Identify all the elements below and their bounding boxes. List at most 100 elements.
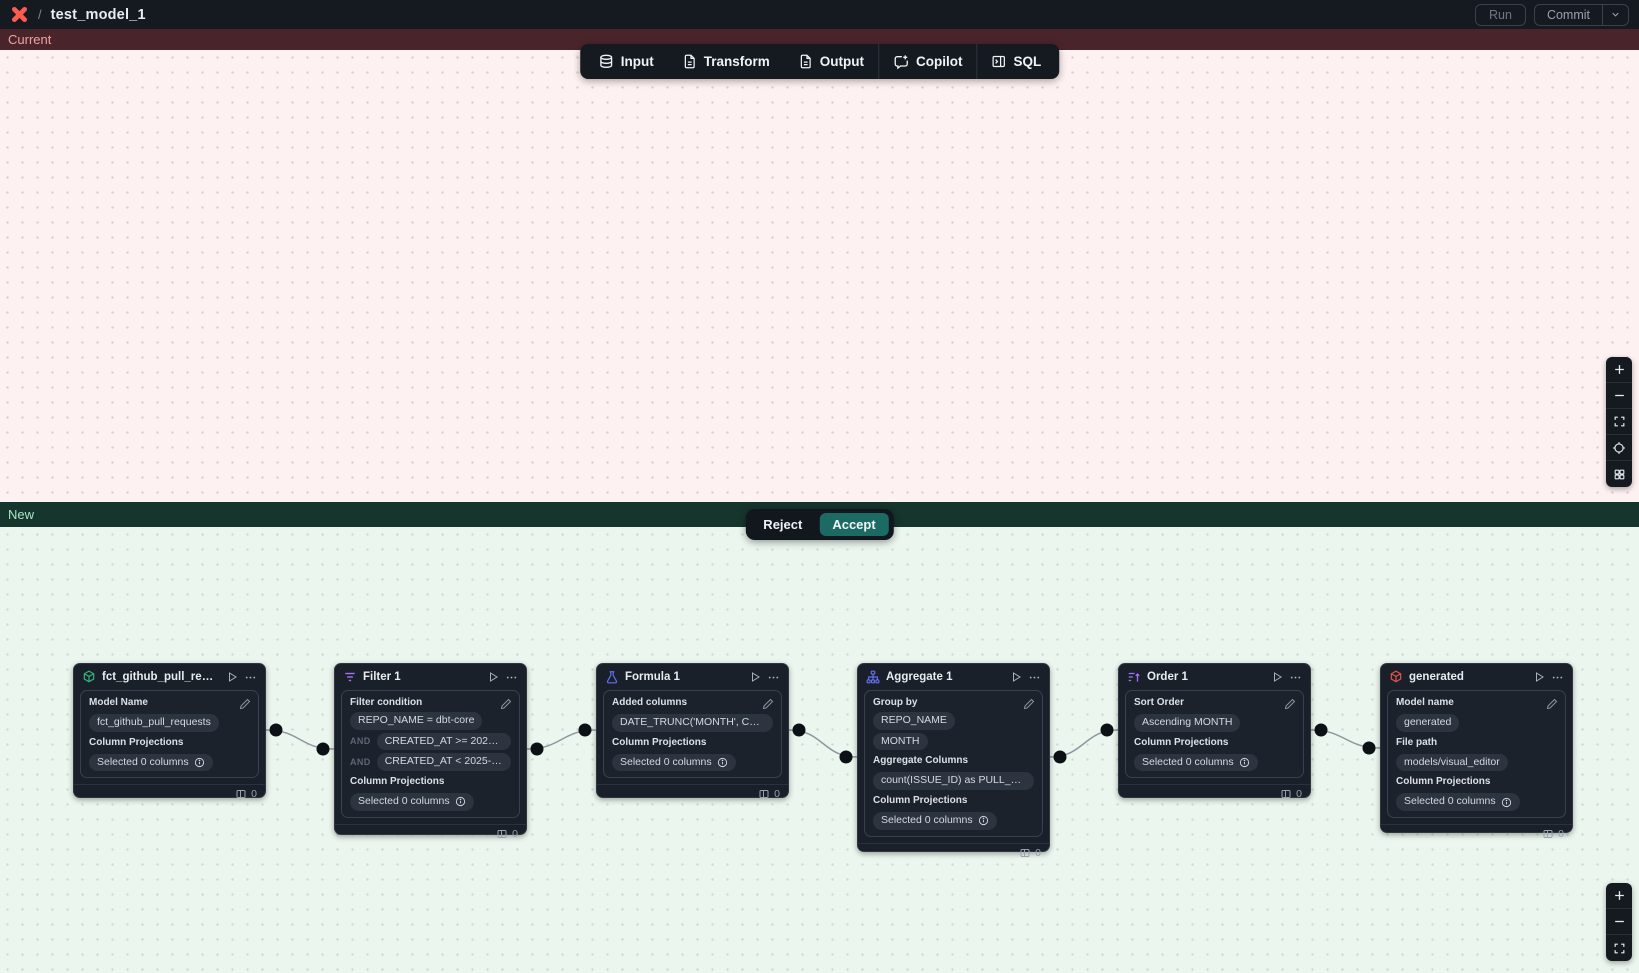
diff-action-bar: Reject Accept	[745, 509, 894, 540]
toolbar-copilot-button[interactable]: Copilot	[879, 44, 977, 79]
pencil-icon[interactable]	[500, 697, 512, 715]
aggregate-sitemap-icon	[866, 670, 880, 684]
run-button[interactable]: Run	[1475, 3, 1526, 26]
info-icon	[1239, 757, 1249, 768]
chevron-down-icon	[1612, 12, 1619, 17]
column-projections-pill[interactable]: Selected 0 columns	[350, 792, 474, 811]
more-icon[interactable]	[1551, 671, 1564, 684]
more-icon[interactable]	[244, 671, 257, 684]
zoom-out-icon[interactable]	[1606, 383, 1632, 409]
row-count: 0	[1035, 846, 1041, 859]
node-header: generated	[1381, 664, 1572, 689]
aggregate-columns-pill[interactable]: count(ISSUE_ID) as PULL_REQUEST_…	[873, 772, 1034, 790]
field-label: Added columns	[612, 697, 688, 708]
row-count: 0	[251, 788, 257, 801]
node-title: fct_github_pull_requests	[102, 671, 220, 683]
added-columns-pill[interactable]: DATE_TRUNC('MONTH', CREATED_AT…	[612, 714, 773, 732]
pencil-icon[interactable]	[762, 697, 774, 715]
info-icon	[978, 816, 988, 826]
group-by-pill[interactable]: MONTH	[873, 732, 928, 751]
column-projections-pill[interactable]: Selected 0 columns	[612, 753, 736, 772]
toolbar-sql-button[interactable]: SQL	[978, 44, 1056, 79]
focus-icon[interactable]	[1606, 435, 1632, 461]
row-count: 0	[774, 788, 780, 801]
current-canvas[interactable]	[0, 50, 1639, 502]
play-icon[interactable]	[487, 671, 499, 683]
play-icon[interactable]	[1271, 671, 1283, 683]
filter-condition-pill[interactable]: CREATED_AT < 2025-03-01	[376, 753, 511, 771]
node-fct-github-pull-requests[interactable]: fct_github_pull_requests Model Name fct_…	[73, 663, 266, 800]
info-icon	[1501, 797, 1511, 807]
pencil-icon[interactable]	[239, 697, 251, 715]
formula-flask-icon	[606, 671, 618, 684]
more-icon[interactable]	[767, 671, 780, 684]
info-icon	[717, 757, 727, 768]
toolbar-copilot-label: Copilot	[916, 54, 963, 69]
pencil-icon[interactable]	[1284, 697, 1296, 715]
fit-view-icon[interactable]	[1606, 935, 1632, 961]
toolbar-input-button[interactable]: Input	[584, 44, 668, 79]
file-path-pill[interactable]: models/visual_editor	[1396, 753, 1508, 772]
node-footer: 0	[1381, 823, 1572, 844]
play-icon[interactable]	[1010, 671, 1022, 683]
zoom-out-icon[interactable]	[1606, 909, 1632, 935]
copilot-chat-icon	[894, 54, 908, 69]
field-label: Column Projections	[1134, 736, 1229, 748]
column-projections-pill[interactable]: Selected 0 columns	[1396, 793, 1520, 811]
current-pane: Current Input Transform Output Copilot S…	[0, 29, 1639, 502]
node-order-1[interactable]: Order 1 Sort Order Ascending MONTH Colum…	[1118, 663, 1311, 800]
node-title: Aggregate 1	[886, 671, 953, 683]
reject-button[interactable]: Reject	[750, 513, 815, 536]
column-projections-pill[interactable]: Selected 0 columns	[1134, 753, 1258, 772]
sort-order-icon	[1128, 672, 1140, 682]
database-icon	[599, 54, 612, 68]
grid-icon[interactable]	[1606, 461, 1632, 487]
play-icon[interactable]	[1533, 671, 1545, 683]
toolbar-transform-label: Transform	[703, 54, 770, 69]
row-count: 0	[512, 827, 518, 840]
toolbar-transform-button[interactable]: Transform	[668, 44, 784, 79]
node-header: Formula 1	[597, 664, 788, 689]
node-card: Filter condition REPO_NAME = dbt-core AN…	[341, 690, 520, 818]
toolbar-output-button[interactable]: Output	[784, 44, 878, 79]
group-by-pill[interactable]: REPO_NAME	[873, 712, 955, 730]
model-name-pill[interactable]: fct_github_pull_requests	[89, 714, 219, 732]
node-aggregate-1[interactable]: Aggregate 1 Group by REPO_NAME MONTH Agg…	[857, 663, 1050, 859]
pencil-icon[interactable]	[1546, 697, 1558, 715]
column-projections-pill[interactable]: Selected 0 columns	[873, 811, 997, 830]
more-icon[interactable]	[505, 671, 518, 684]
current-canvas-controls	[1606, 357, 1632, 487]
model-name-pill[interactable]: generated	[1396, 714, 1460, 732]
accept-button[interactable]: Accept	[819, 513, 889, 536]
filter-condition-pill[interactable]: REPO_NAME = dbt-core	[350, 712, 483, 730]
page-title: test_model_1	[50, 6, 146, 23]
node-filter-1[interactable]: Filter 1 Filter condition REPO_NAME = db…	[334, 663, 527, 840]
dbt-logo-icon[interactable]	[10, 5, 29, 24]
new-pane: New Reject Accept fct_github_pull_reques…	[0, 502, 1639, 973]
node-title: Filter 1	[363, 671, 401, 683]
field-label: Column Projections	[873, 794, 968, 806]
zoom-in-icon[interactable]	[1606, 357, 1632, 383]
top-bar: / test_model_1 Run Commit	[0, 0, 1639, 29]
sort-order-pill[interactable]: Ascending MONTH	[1134, 714, 1241, 732]
toolbar-divider	[878, 44, 879, 79]
filter-condition-pill[interactable]: CREATED_AT >= 2024-12-01	[376, 732, 511, 751]
node-footer: 0	[74, 784, 265, 804]
play-icon[interactable]	[749, 671, 761, 683]
columns-icon	[759, 790, 769, 799]
node-header: fct_github_pull_requests	[74, 664, 265, 689]
file-icon	[800, 54, 811, 69]
pencil-icon[interactable]	[1023, 697, 1035, 715]
node-title: generated	[1409, 671, 1464, 683]
node-generated[interactable]: generated Model name generated File path…	[1380, 663, 1573, 840]
zoom-in-icon[interactable]	[1606, 883, 1632, 909]
play-icon[interactable]	[226, 671, 238, 683]
commit-button[interactable]: Commit	[1535, 5, 1602, 25]
more-icon[interactable]	[1289, 671, 1302, 684]
commit-dropdown-button[interactable]	[1602, 4, 1628, 25]
node-formula-1[interactable]: Formula 1 Added columns DATE_TRUNC('MONT…	[596, 663, 789, 801]
fit-view-icon[interactable]	[1606, 409, 1632, 435]
more-icon[interactable]	[1028, 671, 1041, 684]
sql-panel-icon	[992, 55, 1006, 68]
column-projections-pill[interactable]: Selected 0 columns	[89, 753, 213, 772]
